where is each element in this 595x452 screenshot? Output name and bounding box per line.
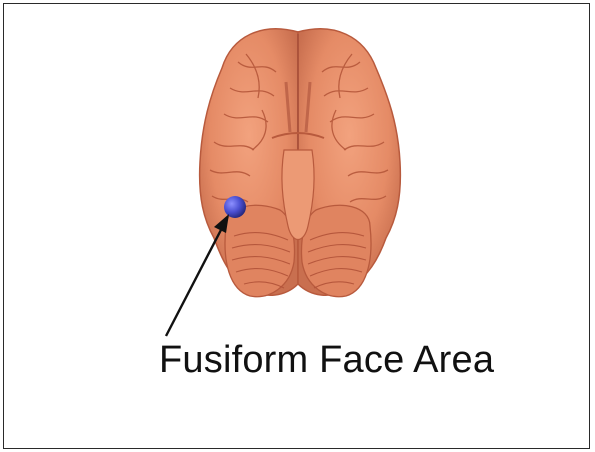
pointer-arrow	[166, 214, 229, 336]
area-label: Fusiform Face Area	[159, 337, 494, 383]
brain-shape	[200, 29, 401, 297]
fusiform-face-area-marker	[224, 196, 246, 218]
